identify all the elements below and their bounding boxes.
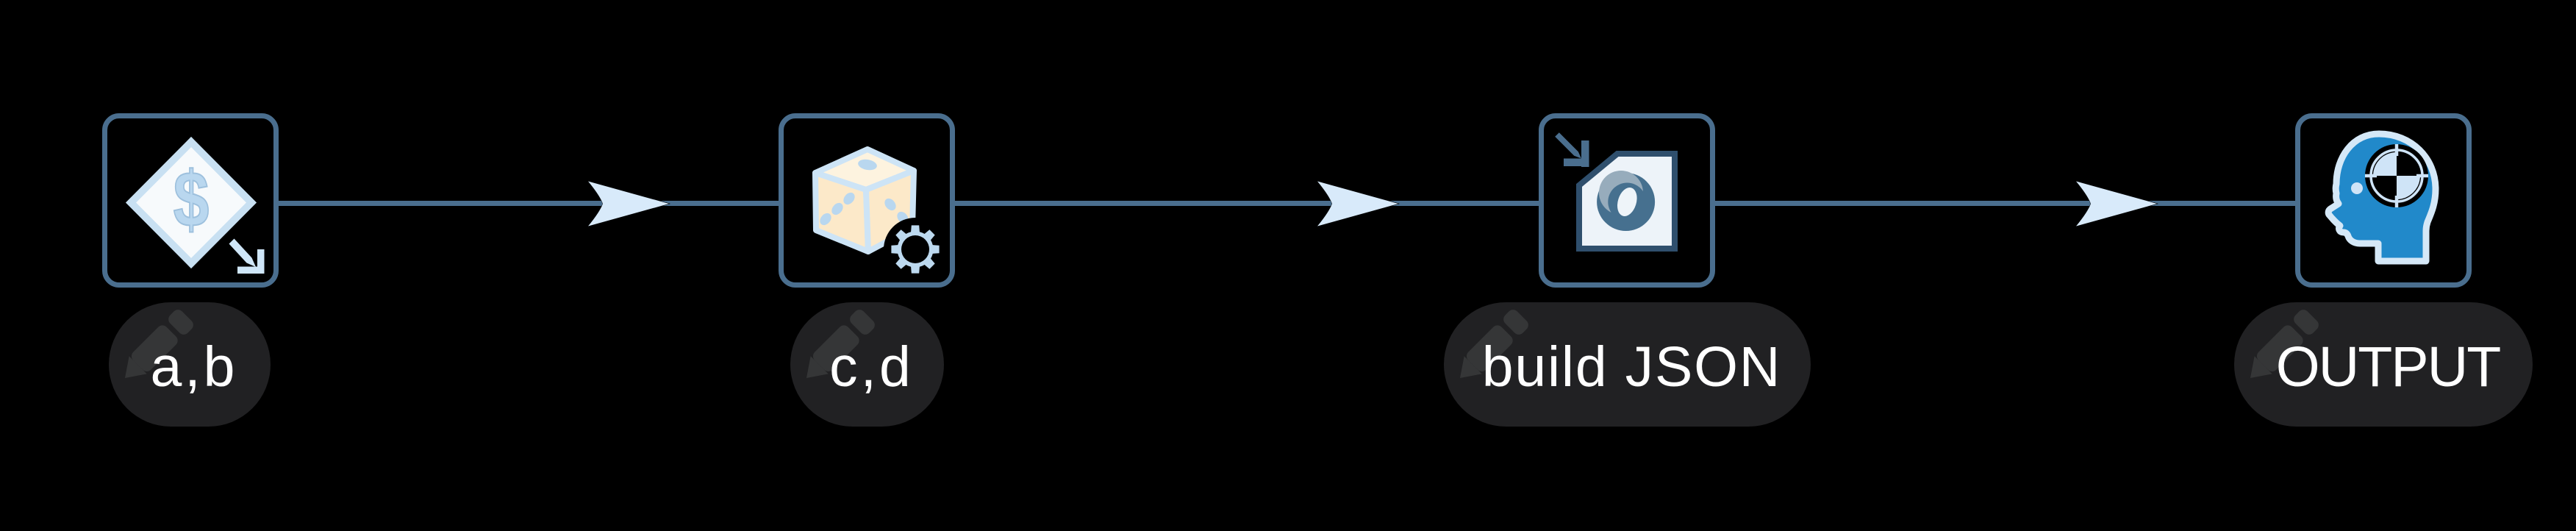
svg-text:$: $: [173, 154, 210, 243]
